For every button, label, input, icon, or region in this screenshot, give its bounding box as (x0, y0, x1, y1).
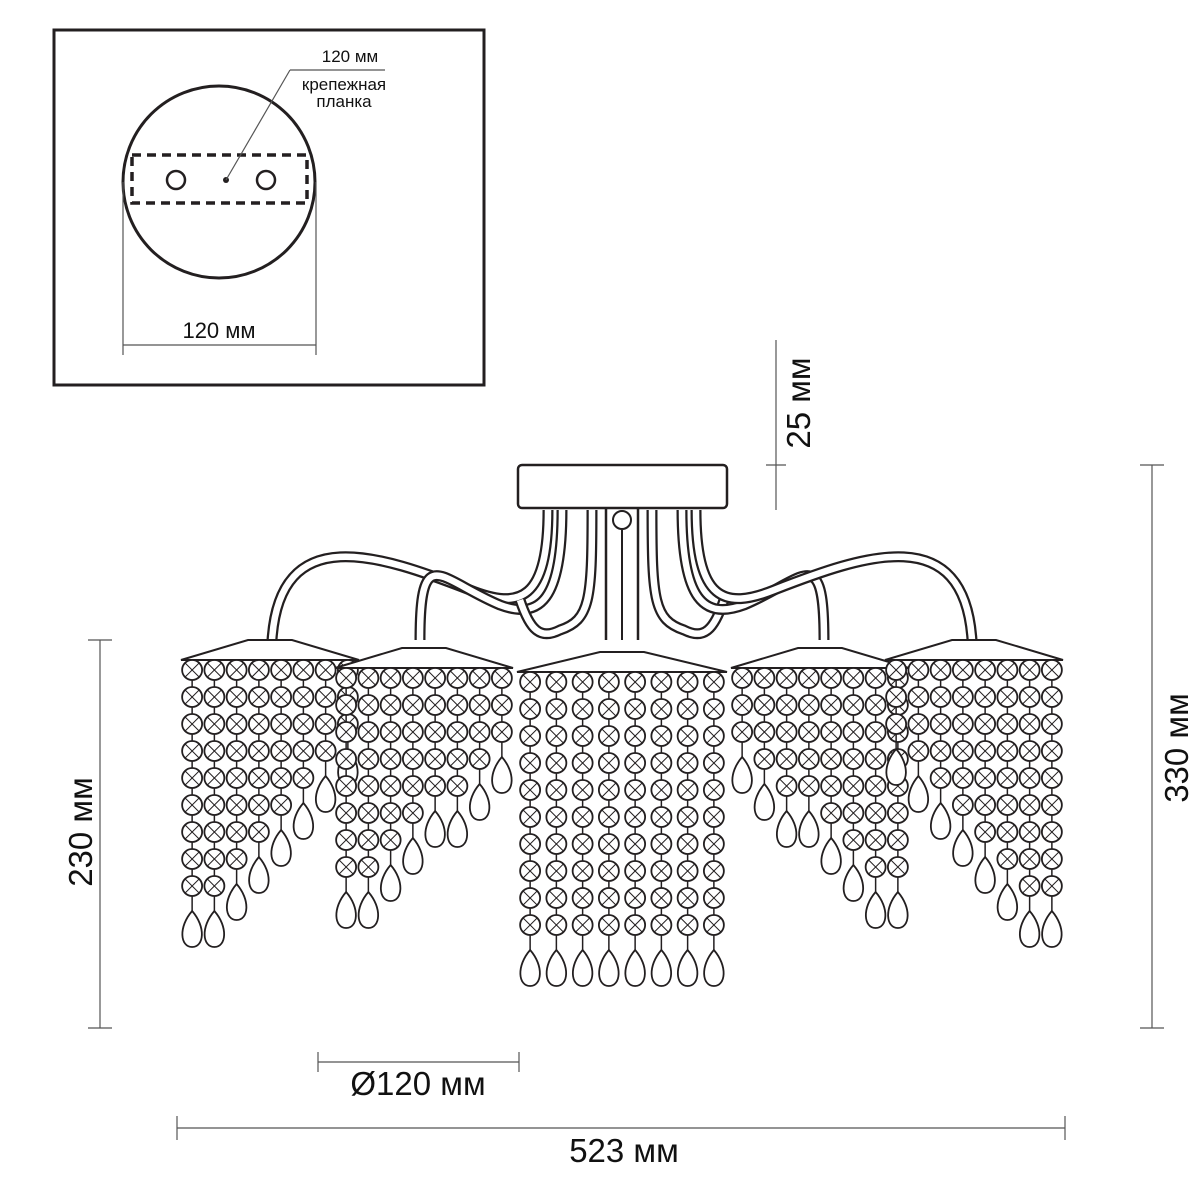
dimension-total-height: 330 мм (1140, 464, 1195, 1029)
callout-line2: планка (316, 92, 372, 111)
dimension-top-height: 25 мм (766, 340, 817, 510)
arm-5 (690, 509, 978, 641)
dimension-shade-diameter: Ø120 мм (317, 1052, 520, 1102)
callout-line1: крепежная (302, 75, 386, 94)
mounting-bracket (130, 153, 309, 205)
callout-leader (225, 69, 291, 181)
inset-top-label: 120 мм (322, 47, 378, 66)
shade-0 (180, 639, 360, 948)
bracket-hole-right (255, 169, 277, 191)
canopy (516, 463, 729, 510)
shade-2 (516, 651, 728, 987)
dim-label-25: 25 мм (780, 357, 817, 448)
chandelier (180, 463, 1064, 987)
arm-0 (266, 509, 554, 641)
chandelier-arms (266, 509, 978, 641)
dim-label-diameter: Ø120 мм (350, 1065, 485, 1102)
crystal-shades (180, 639, 1064, 987)
shade-3 (730, 647, 910, 929)
dimension-width: 523 мм (176, 1116, 1066, 1169)
inset-frame (52, 28, 486, 387)
mounting-inset: 120 мм крепежная планка 120 мм (52, 28, 486, 387)
shade-4 (884, 639, 1064, 948)
dim-label-230: 230 мм (62, 777, 99, 887)
dimension-drop-height: 230 мм (62, 639, 112, 1029)
inset-bottom-label: 120 мм (182, 318, 255, 343)
bracket-hole-left (165, 169, 187, 191)
canopy-circle (121, 84, 317, 280)
dim-label-523: 523 мм (569, 1132, 679, 1169)
shade-1 (334, 647, 514, 929)
center-stem (604, 508, 640, 640)
dim-label-330: 330 мм (1158, 693, 1195, 803)
